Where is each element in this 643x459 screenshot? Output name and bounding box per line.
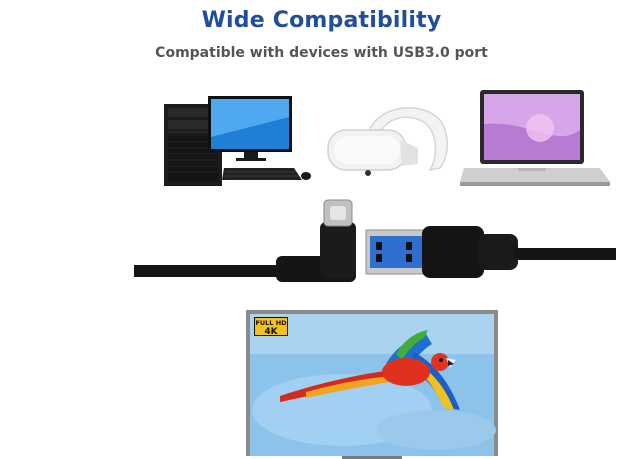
tv-icon [246,310,498,459]
desktop-pc-icon [164,96,311,186]
vr-headset-icon [327,107,448,176]
badge-top-label: FULL HD [255,319,287,327]
full-hd-4k-badge: FULL HD 4K [254,317,288,337]
badge-bottom-label: 4K [264,327,278,337]
page-subtitle: Compatible with devices with USB3.0 port [155,45,488,61]
page-title: Wide Compatibility [201,8,442,33]
laptop-icon [460,90,610,186]
usb-c-to-usb-a-cable-icon [134,199,616,282]
